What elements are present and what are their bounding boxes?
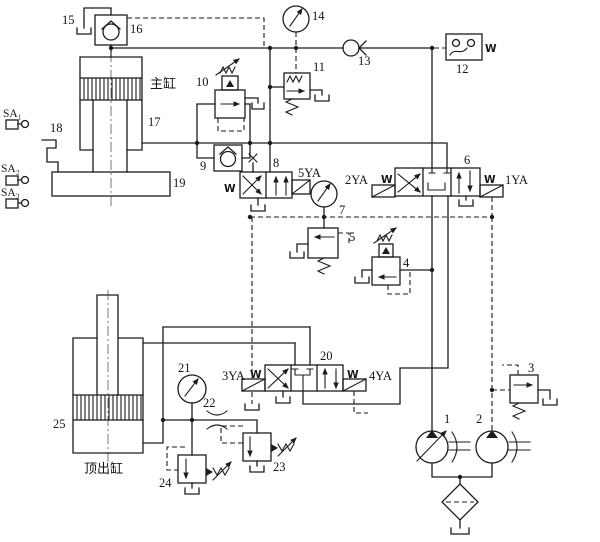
label-4: 4 xyxy=(403,256,410,270)
label-main-cylinder: 主缸 xyxy=(150,76,176,92)
suction-filter xyxy=(441,483,479,535)
directional-valve-8: W 5YA 8 xyxy=(224,153,321,212)
label-15: 15 xyxy=(62,13,75,27)
label-9: 9 xyxy=(200,159,206,173)
label-8: 8 xyxy=(273,156,279,170)
directional-valve-6: 2YA W W 1YA 6 xyxy=(345,153,528,207)
limit-switch-sa1: SA₁ xyxy=(3,108,30,130)
check-valve-9: 9 xyxy=(200,144,243,173)
label-ejector-cylinder: 顶出缸 xyxy=(84,461,123,477)
label-17: 17 xyxy=(148,115,161,129)
pilot-relief-valve-4: 4 xyxy=(354,227,410,286)
label-1ya: 1YA xyxy=(505,173,528,187)
label-21: 21 xyxy=(178,361,191,375)
label-11: 11 xyxy=(313,60,325,74)
label-14: 14 xyxy=(312,9,325,23)
spring-w-8: W xyxy=(224,183,236,195)
spring-w-6l: W xyxy=(381,174,393,186)
pressure-gauge-7: 7 xyxy=(310,180,345,217)
main-cylinder-17: 主缸 17 xyxy=(79,52,176,208)
prefill-valve-16: 16 xyxy=(94,14,143,46)
label-5ya: 5YA xyxy=(298,166,321,180)
label-16: 16 xyxy=(130,22,143,36)
label-12: 12 xyxy=(456,62,469,76)
directional-valve-20: 3YA W W 4YA 20 xyxy=(222,349,392,411)
ejector-cylinder-25: 25 顶出缸 xyxy=(53,290,144,477)
label-2ya: 2YA xyxy=(345,173,368,187)
label-3: 3 xyxy=(528,361,534,375)
tank-symbol xyxy=(450,527,470,535)
label-18: 18 xyxy=(50,121,63,135)
check-valve-13: 13 xyxy=(342,39,371,68)
label-1: 1 xyxy=(444,412,450,426)
relief-valve-11: 11 xyxy=(283,60,330,116)
oil-tank-15: 15 xyxy=(62,7,112,35)
label-24: 24 xyxy=(159,476,172,490)
spring-w-6r: W xyxy=(484,174,496,186)
label-7: 7 xyxy=(339,203,345,217)
label-25: 25 xyxy=(53,417,66,431)
label-10: 10 xyxy=(196,75,209,89)
label-4ya: 4YA xyxy=(369,369,392,383)
pressure-gauge-21: 21 xyxy=(177,361,207,404)
piston-hatch xyxy=(83,77,141,101)
label-sa3: SA₃ xyxy=(1,187,20,199)
gauge-isolator-22: 22 xyxy=(203,396,228,430)
piping-solid xyxy=(110,44,551,529)
label-2: 2 xyxy=(476,412,482,426)
pressure-relay-12: W 12 xyxy=(445,33,497,76)
label-13: 13 xyxy=(358,54,371,68)
worktable-19: 19 xyxy=(51,171,186,197)
pressure-valve-5: 5 xyxy=(289,227,355,275)
spring-w-20r: W xyxy=(347,369,359,381)
relief-valve-24: 24 xyxy=(159,454,232,495)
label-5: 5 xyxy=(349,230,355,244)
relief-valve-23: 23 xyxy=(242,432,297,474)
spring-w-20l: W xyxy=(250,369,262,381)
spring-w-12: W xyxy=(485,43,497,55)
label-sa1: SA₁ xyxy=(3,108,22,120)
pump-2-fixed: 2 xyxy=(475,412,531,464)
label-22: 22 xyxy=(203,396,216,410)
limit-switch-sa3: SA₃ xyxy=(1,187,30,209)
label-6: 6 xyxy=(464,153,470,167)
pressure-gauge-14: 14 xyxy=(282,5,325,33)
label-23: 23 xyxy=(273,460,286,474)
label-19: 19 xyxy=(173,176,186,190)
plugged-port-mark xyxy=(248,153,258,163)
lever-18: 18 xyxy=(41,121,63,173)
label-sa2: SA₂ xyxy=(1,163,20,175)
piping-dashed xyxy=(127,17,519,471)
label-20: 20 xyxy=(320,349,333,363)
limit-switch-sa2: SA₂ xyxy=(1,163,30,186)
pump-1-variable: 1 xyxy=(415,412,471,464)
relief-valve-3: 3 xyxy=(509,361,558,420)
label-3ya: 3YA xyxy=(222,369,245,383)
piston-hatch-ejector xyxy=(76,394,142,421)
junction-dots xyxy=(108,45,495,480)
pilot-relief-valve-10: 10 xyxy=(196,58,265,119)
